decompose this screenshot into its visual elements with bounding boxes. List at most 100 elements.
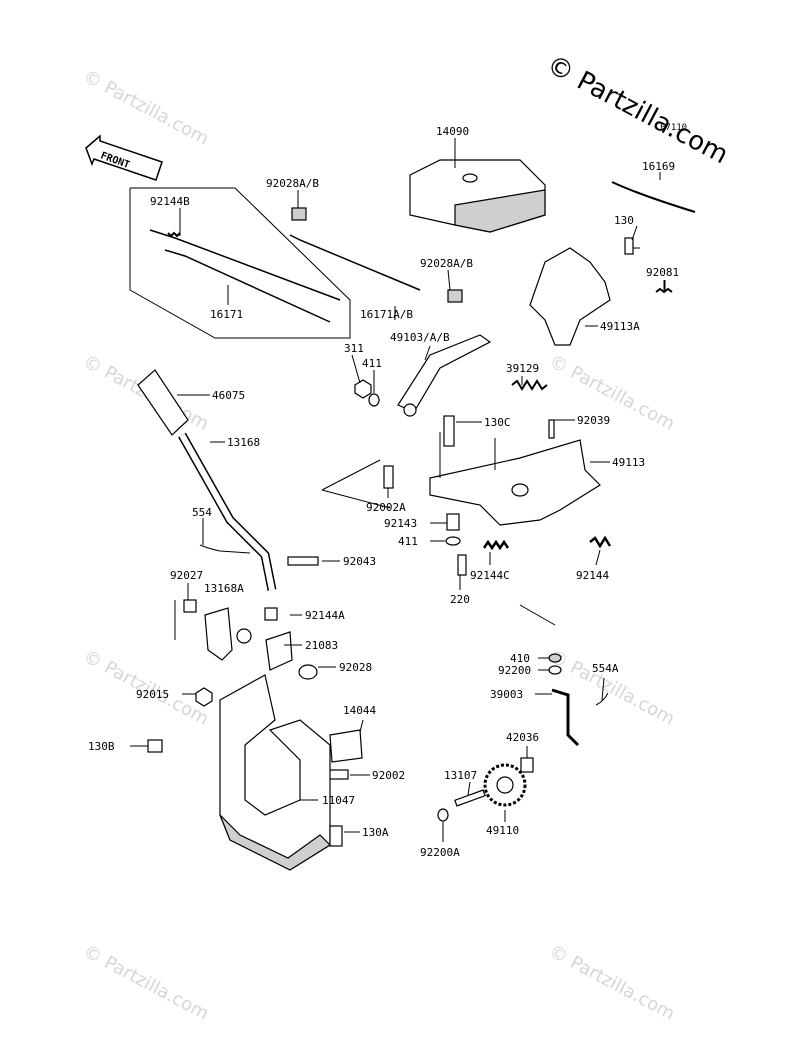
- label-411-top: 411: [362, 357, 382, 370]
- label-16171AB: 16171A/B: [360, 308, 413, 321]
- part-labels: 14090 16169 130 92081 49113A 92144B 9202…: [88, 125, 679, 859]
- label-13168: 13168: [227, 436, 260, 449]
- watermark-5: © Partzilla.com: [546, 646, 679, 730]
- collar-92143-shape: [446, 513, 460, 531]
- washer-411-mid-shape: [445, 536, 461, 546]
- label-16169: 16169: [642, 160, 675, 173]
- label-49110: 49110: [486, 824, 519, 837]
- label-92081: 92081: [646, 266, 679, 279]
- label-13107: 13107: [444, 769, 477, 782]
- pin-92039-shape: [548, 419, 555, 439]
- cotter-554-shape: [199, 544, 251, 554]
- label-92039: 92039: [577, 414, 610, 427]
- bracket-13168A-shape: [204, 607, 233, 661]
- bolt-220-shape: [457, 554, 467, 576]
- spring-92144C-shape: [482, 539, 510, 551]
- front-arrow-icon: FRONT: [85, 134, 163, 181]
- label-92028AB-top: 92028A/B: [266, 177, 319, 190]
- label-42036: 42036: [506, 731, 539, 744]
- bushing-21083-left-shape: [236, 628, 252, 644]
- washer-411-top-shape: [368, 393, 380, 407]
- nut-311-shape: [354, 379, 372, 399]
- label-39129: 39129: [506, 362, 539, 375]
- label-92144A: 92144A: [305, 609, 345, 622]
- clip-92028AB-mid-shape: [447, 289, 463, 303]
- label-92144C: 92144C: [470, 569, 510, 582]
- bracket-49113A-shape: [529, 237, 640, 346]
- label-92200: 92200: [498, 664, 531, 677]
- label-14090: 14090: [436, 125, 469, 138]
- bolt-92043-shape: [287, 556, 319, 566]
- label-92028: 92028: [339, 661, 372, 674]
- bolt-130B-shape: [147, 739, 163, 753]
- gear-49110-shape: [483, 763, 527, 807]
- label-554A: 554A: [592, 662, 619, 675]
- watermark-7: © Partzilla.com: [546, 941, 679, 1025]
- label-92027: 92027: [170, 569, 203, 582]
- plate-49113-shape: [429, 432, 601, 526]
- label-46075: 46075: [212, 389, 245, 402]
- cotter-554A-shape: [595, 692, 609, 706]
- bracket-14044-shape: [329, 729, 363, 763]
- label-554: 554: [192, 506, 212, 519]
- leader-lines: [130, 138, 665, 842]
- label-14044: 14044: [343, 704, 376, 717]
- pin-13107-shape: [454, 789, 486, 807]
- cover-14090-shape: [409, 148, 546, 233]
- cables-16171-shape: [149, 229, 421, 323]
- bolt-130C-shape: [443, 415, 455, 447]
- label-92043: 92043: [343, 555, 376, 568]
- brand-logo-text: © Partzilla.com: [542, 50, 733, 171]
- shaft-42036-shape: [520, 757, 534, 773]
- bracket-11047-shape: [219, 674, 331, 871]
- cable-group-outline: [129, 187, 351, 339]
- bolt-92002A-shape: [383, 465, 394, 489]
- label-16171: 16171: [210, 308, 243, 321]
- spring-92144-shape: [589, 535, 612, 549]
- clip-92144A-shape: [264, 607, 278, 621]
- watermark-3: © Partzilla.com: [546, 351, 679, 435]
- label-92028AB-mid: 92028A/B: [420, 257, 473, 270]
- label-411-mid: 411: [398, 535, 418, 548]
- label-92144B: 92144B: [150, 195, 190, 208]
- clip-92028AB-top-shape: [291, 207, 307, 221]
- nut-92015-shape: [195, 687, 213, 707]
- bolt-130A-shape: [329, 825, 343, 847]
- watermark-layer: © Partzilla.com © Partzilla.com © Partzi…: [80, 66, 679, 1025]
- label-92002: 92002: [372, 769, 405, 782]
- watermark-6: © Partzilla.com: [80, 941, 213, 1025]
- block-21083-shape: [265, 631, 293, 671]
- label-130A: 130A: [362, 826, 389, 839]
- bushing-92027-shape: [183, 599, 197, 613]
- cable-16169-shape: [611, 181, 696, 213]
- label-21083: 21083: [305, 639, 338, 652]
- washer-410-shape: [548, 653, 562, 663]
- label-410: 410: [510, 652, 530, 665]
- diagram-code: E7110: [660, 123, 687, 133]
- label-49103AB: 49103/A/B: [390, 331, 450, 344]
- label-92015: 92015: [136, 688, 169, 701]
- washer-92200-shape: [548, 665, 562, 675]
- bushing-92028-shape: [298, 664, 318, 680]
- label-92143: 92143: [384, 517, 417, 530]
- label-39003: 39003: [490, 688, 523, 701]
- label-49113A: 49113A: [600, 320, 640, 333]
- lever-49103-shape: [397, 334, 492, 417]
- washer-92200A-shape: [437, 808, 449, 822]
- label-130B: 130B: [88, 740, 115, 753]
- label-92002A: 92002A: [366, 501, 406, 514]
- label-92144: 92144: [576, 569, 609, 582]
- grip-46075-shape: [137, 369, 189, 436]
- spring-39129-shape: [511, 379, 548, 391]
- label-130C: 130C: [484, 416, 511, 429]
- label-130: 130: [614, 214, 634, 227]
- label-13168A: 13168A: [204, 582, 244, 595]
- label-11047: 11047: [322, 794, 355, 807]
- label-92200A: 92200A: [420, 846, 460, 859]
- label-311: 311: [344, 342, 364, 355]
- link-39003-shape: [551, 688, 580, 747]
- label-220: 220: [450, 593, 470, 606]
- lever-13168-shape: [178, 432, 277, 591]
- label-49113: 49113: [612, 456, 645, 469]
